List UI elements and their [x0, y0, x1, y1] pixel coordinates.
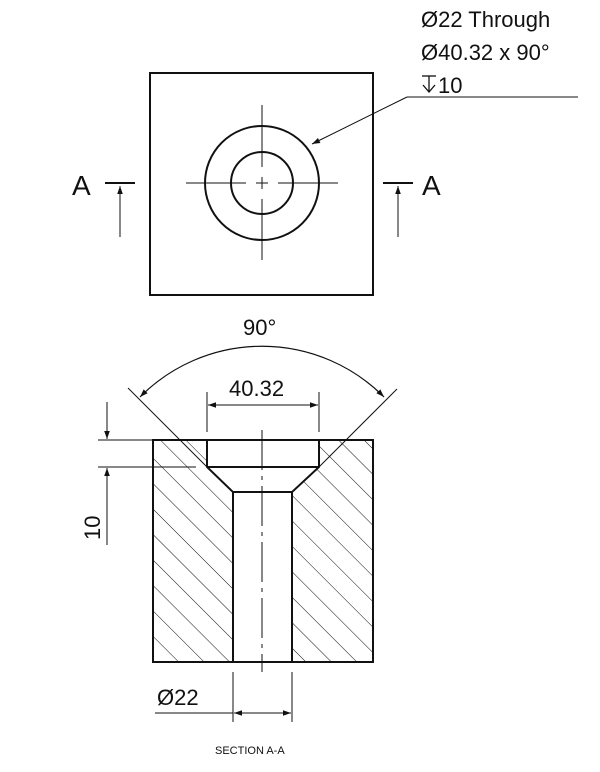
callout-leader: [311, 96, 578, 145]
section-label: SECTION A-A: [215, 745, 285, 757]
hole-dimension-text: Ø22: [157, 685, 199, 710]
centerlines: [186, 105, 338, 260]
counterbore-dimension-text: 40.32: [229, 376, 284, 401]
callout-line1: Ø22 Through: [421, 7, 550, 32]
callout-line2: Ø40.32 x 90°: [421, 40, 550, 65]
top-view: Ø22 Through Ø40.32 x 90° 10 A A: [72, 7, 578, 296]
callout-depth: 10: [438, 73, 462, 98]
section-mark-left: A: [72, 170, 91, 201]
section-hatching: [153, 440, 373, 662]
depth-symbol-icon: [422, 75, 436, 93]
section-mark-right: A: [422, 170, 441, 201]
top-view-outline: [149, 72, 374, 296]
section-view: 90° 40.32 10 Ø22 SECTION A-A: [80, 315, 398, 757]
depth-dimension-text: 10: [80, 516, 105, 540]
angle-dimension-arc: [139, 345, 385, 398]
angle-dimension-text: 90°: [243, 315, 276, 340]
hole-profile: [206, 440, 320, 662]
